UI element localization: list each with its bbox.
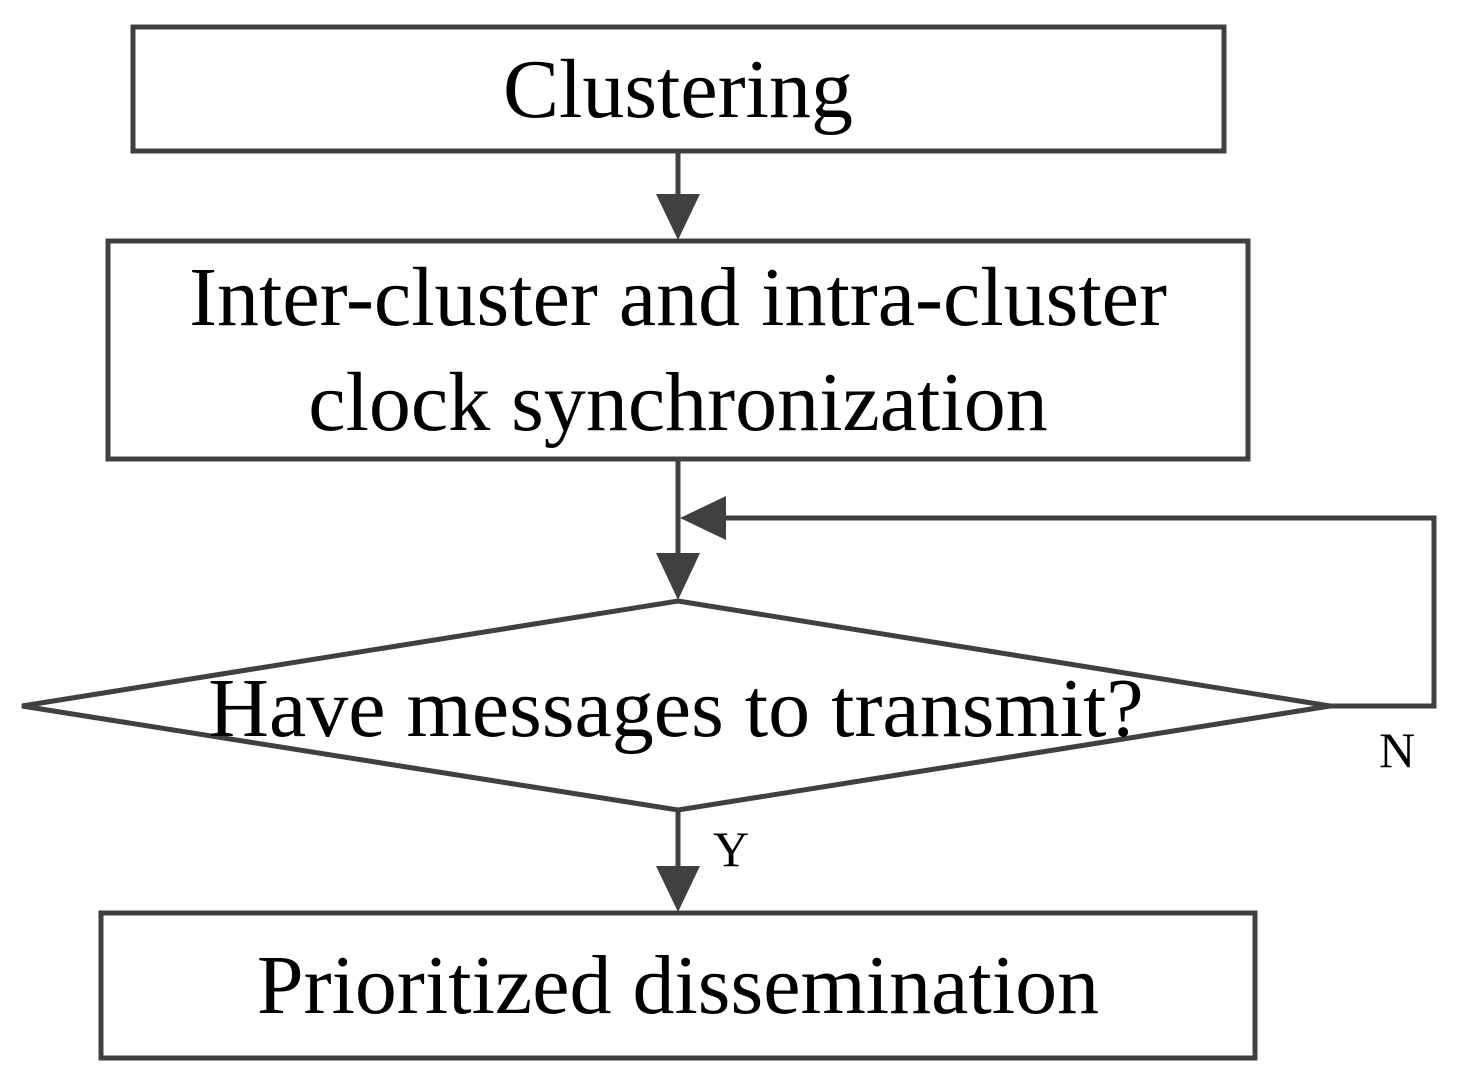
sync-box: Inter-cluster and intra-cluster clock sy… [105,238,1251,462]
sync-box-border [105,238,1251,462]
clustering-box: Clustering [130,24,1227,154]
dissemination-label: Prioritized dissemination [257,939,1099,1032]
yes-branch-label: Y [713,821,749,877]
no-branch-label: N [1379,722,1415,778]
clustering-box-border [130,24,1227,154]
arrow-clustering-to-sync [656,151,700,240]
arrow-yes-head [656,866,700,912]
arrow-no-loop-path [720,515,1437,709]
arrow-yes [656,810,700,912]
dissemination-box-border [98,910,1258,1061]
arrow-no-loop [680,496,1437,709]
sync-label-line2: clock synchronization [308,356,1047,449]
decision-label: Have messages to transmit? [208,662,1143,755]
dissemination-box: Prioritized dissemination [98,910,1258,1061]
arrow-sync-to-decision-head [656,553,700,600]
sync-label-line1: Inter-cluster and intra-cluster [189,251,1167,344]
arrow-no-loop-head [680,496,726,540]
decision-diamond: Have messages to transmit? [21,598,1331,813]
arrow-clustering-to-sync-head [656,194,700,240]
arrow-sync-to-decision [656,459,700,600]
clustering-label: Clustering [503,43,853,136]
